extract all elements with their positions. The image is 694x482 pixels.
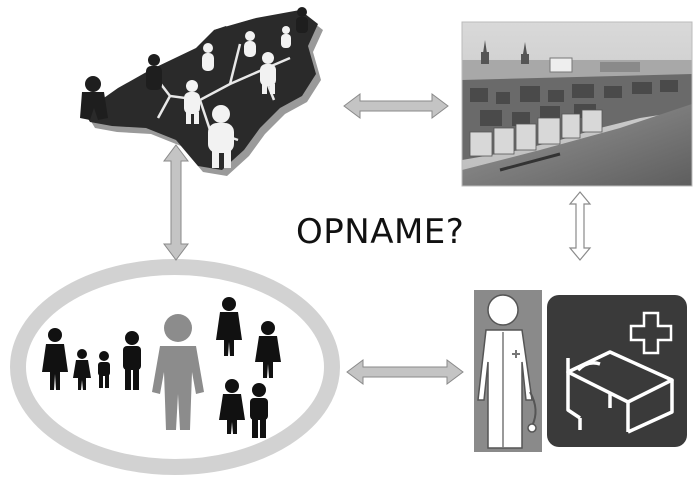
friends-figures [216,297,281,438]
family-figures [42,328,141,390]
central-person-figure [152,314,204,430]
arrow-map-network [163,144,189,261]
netherlands-population-map-icon [80,7,323,176]
city-waterfront-photo [461,21,693,187]
arrow-map-city [343,93,449,119]
doctor-hospital-bed-icon [474,290,692,452]
arrow-city-hospital [568,191,592,261]
center-question-label: OPNAME? [296,212,465,252]
arrow-network-hospital [346,359,464,385]
social-network-people-icon [10,259,340,475]
